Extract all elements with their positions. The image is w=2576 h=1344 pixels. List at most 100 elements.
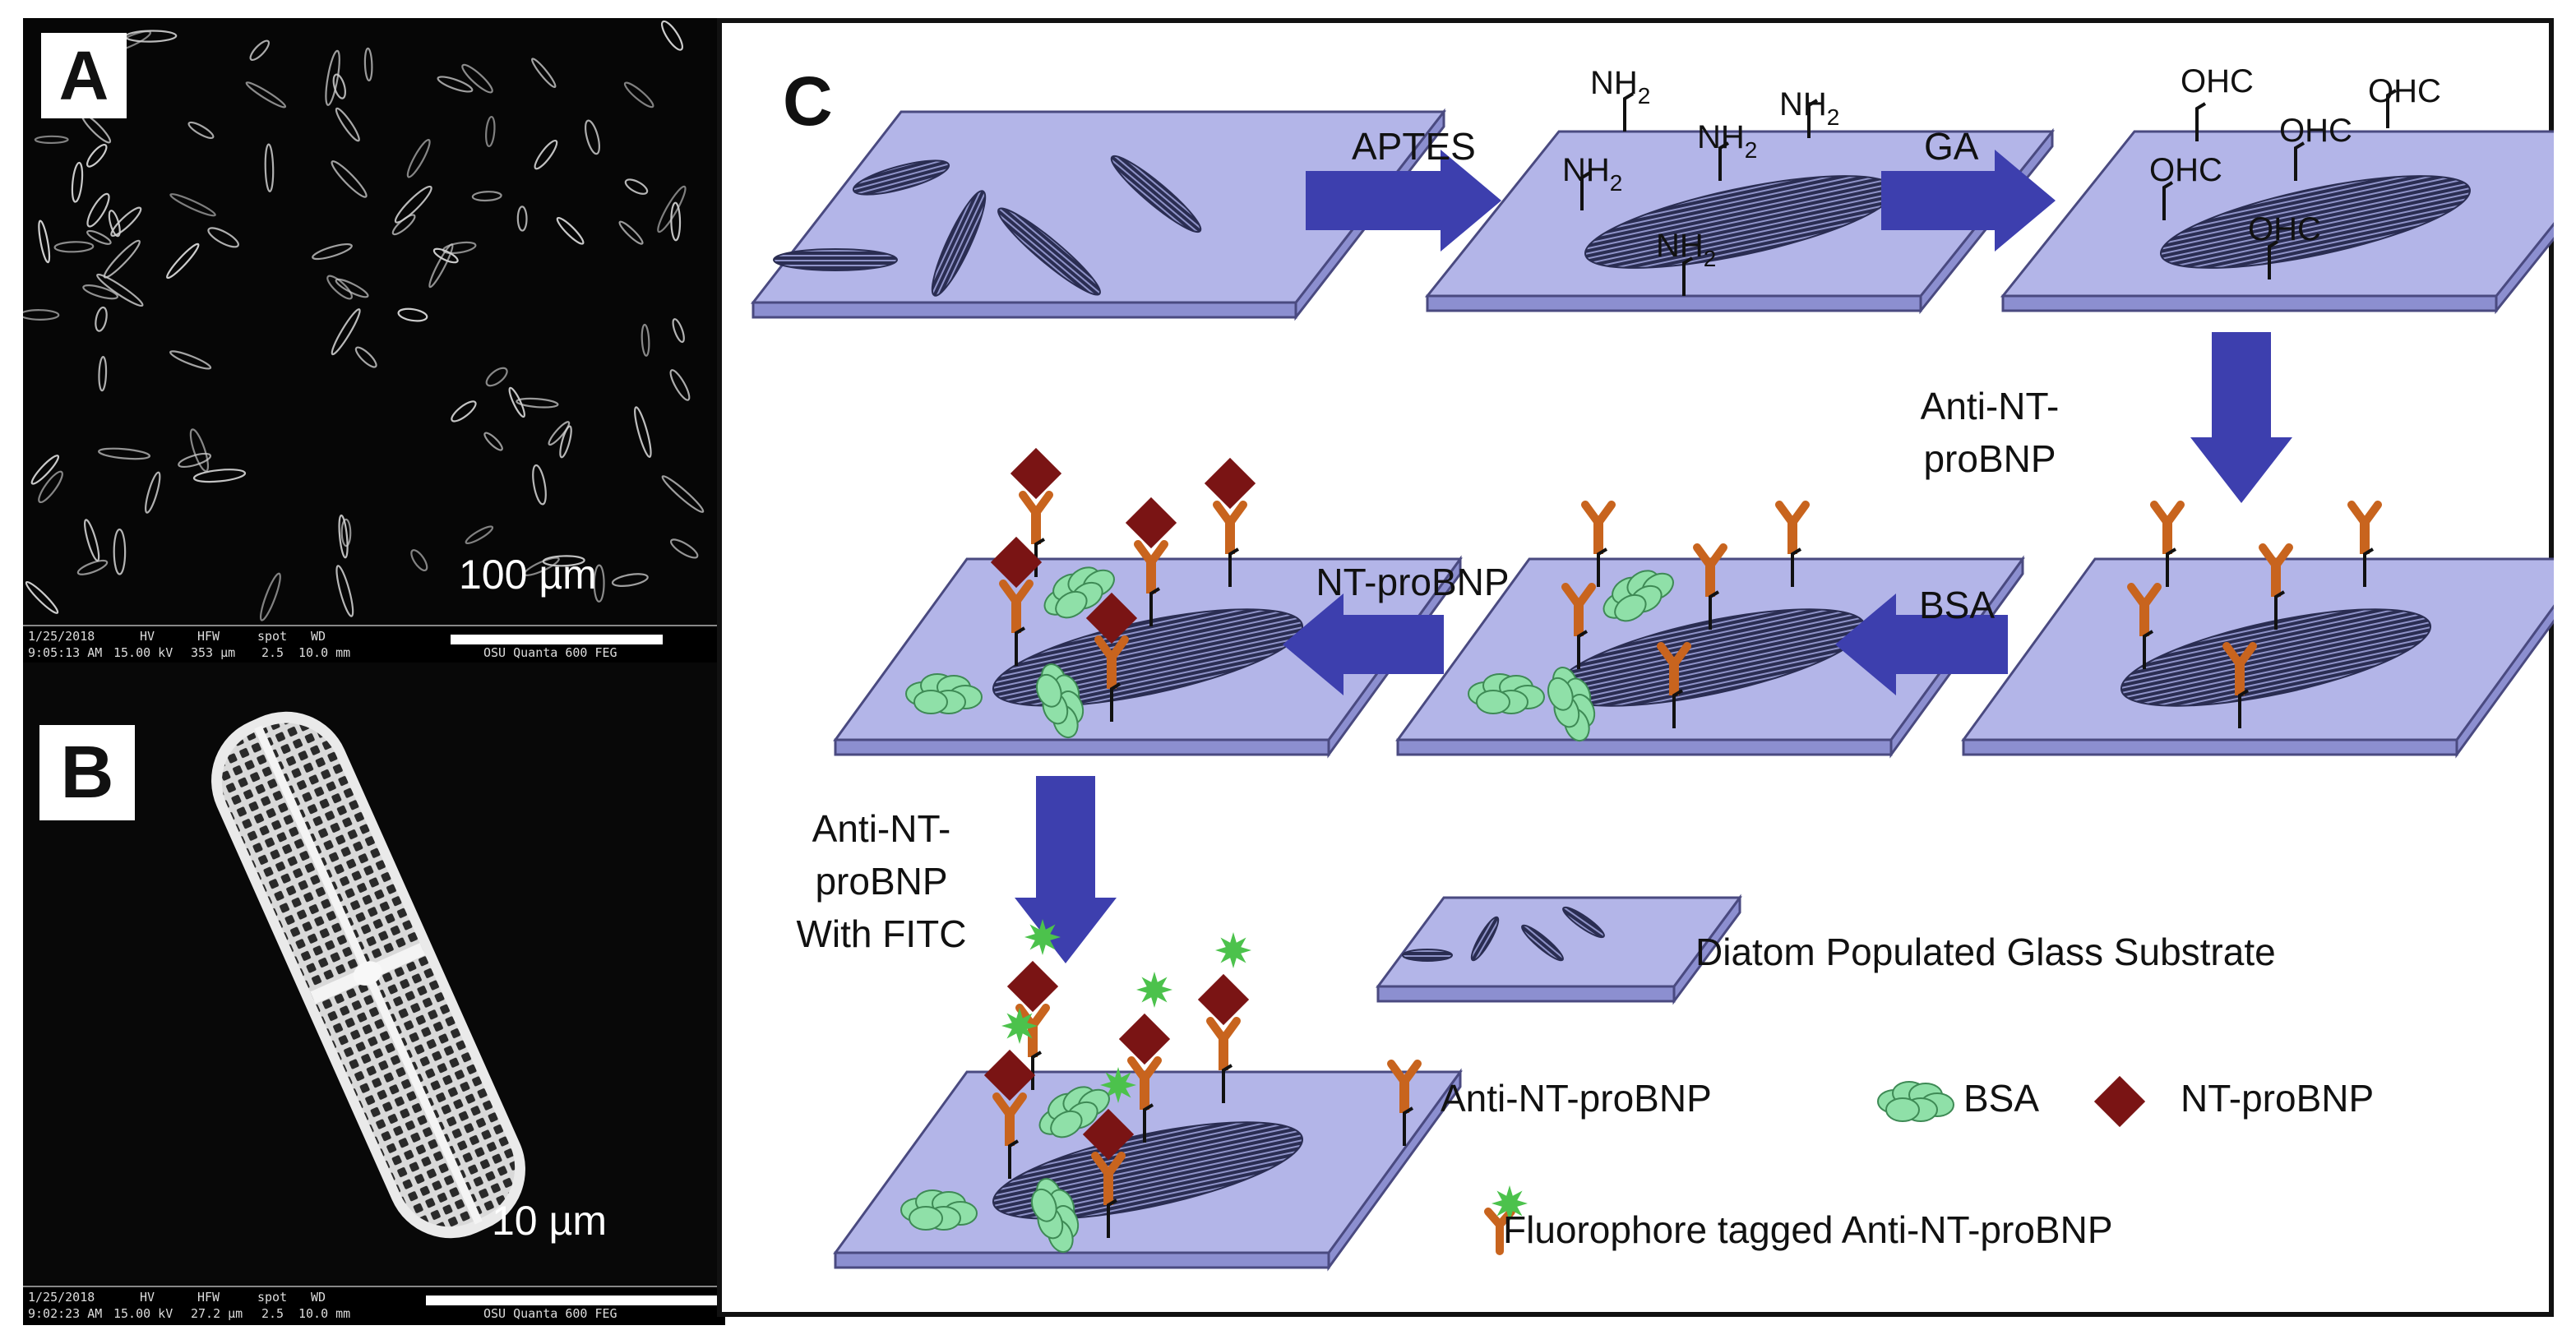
chemistry-labels: NH2 NH2 NH2 NH2 NH2 OHC OHC OHC OHC OHC … xyxy=(797,63,2441,955)
antibody xyxy=(1561,583,1596,636)
diatom xyxy=(931,190,987,297)
antigen xyxy=(1118,1013,1171,1065)
antibody-stem xyxy=(1011,600,1021,633)
diatom-cell xyxy=(82,284,119,300)
bsa-lobe xyxy=(1476,690,1510,714)
antibody-stem xyxy=(1399,1080,1409,1113)
slide-edge xyxy=(834,738,1330,756)
diatom-cell xyxy=(669,538,699,559)
bsa xyxy=(1030,1178,1080,1254)
sem-hfw-b: 27.2 µm xyxy=(191,1306,243,1321)
diatom xyxy=(1402,949,1453,962)
diatom-cell xyxy=(86,192,110,228)
bsa xyxy=(1602,570,1674,622)
aldehyde-label: OHC xyxy=(2279,113,2352,149)
diatom xyxy=(773,248,898,271)
diatom-cell xyxy=(98,356,108,392)
arrow-shape xyxy=(2190,332,2292,503)
antigen xyxy=(1125,496,1177,549)
step-label-bsa: BSA xyxy=(1919,584,1995,626)
antibody-arms xyxy=(2127,583,2162,609)
linker xyxy=(2238,689,2250,728)
diatom-cell xyxy=(548,421,571,446)
diatom-cell xyxy=(485,115,496,148)
step-label-fitc-3: With FITC xyxy=(797,912,967,955)
antibody-arms xyxy=(1091,1152,1126,1178)
antibody-arms xyxy=(1213,501,1247,527)
fluorophore xyxy=(1001,1008,1038,1044)
linker xyxy=(1623,92,1635,132)
antibody-stem xyxy=(2235,663,2245,695)
diatom xyxy=(1562,906,1605,939)
diatom-cell xyxy=(669,369,691,401)
linker xyxy=(2386,89,2398,128)
antibody-stem xyxy=(1225,521,1235,554)
sem-wd-label-b: WD xyxy=(311,1290,326,1305)
linker xyxy=(1008,1139,1020,1179)
antibody xyxy=(2347,501,2382,554)
diatom-cell xyxy=(660,20,684,51)
antibody xyxy=(1019,491,1053,544)
diatom-cell xyxy=(245,81,287,109)
linker xyxy=(2274,590,2286,630)
antibody xyxy=(1094,635,1129,689)
arrow-ntprobnp xyxy=(1283,593,1444,695)
aldehyde-label: OHC xyxy=(2149,152,2222,188)
antigen xyxy=(1204,457,1256,510)
antigen xyxy=(1197,973,1250,1026)
amine-label: NH2 xyxy=(1779,86,1839,130)
diatom-cell xyxy=(86,229,112,245)
diatom-cell xyxy=(325,49,340,106)
diatom-cell xyxy=(207,227,239,248)
slide-edge xyxy=(752,301,1297,319)
antibody xyxy=(999,580,1034,633)
linker xyxy=(2143,630,2154,669)
antibody-arms xyxy=(2347,501,2382,527)
aldehyde-label: OHC xyxy=(2368,73,2441,109)
diatom-cell xyxy=(397,307,428,322)
slide-edge xyxy=(1396,738,1893,756)
diatom-cell xyxy=(623,81,654,109)
diatom xyxy=(992,1121,1304,1220)
linker xyxy=(1682,256,1694,296)
diatom-cell xyxy=(103,239,141,279)
antibody xyxy=(1206,1017,1241,1070)
arrow-shape xyxy=(1835,593,2008,695)
antibody-arms xyxy=(992,1092,1027,1119)
sem-databar-a: 1/25/2018 9:05:13 AM HV 15.00 kV HFW 353… xyxy=(23,625,725,664)
diatom-cell xyxy=(483,432,503,451)
step-label-ga: GA xyxy=(1924,125,1979,168)
slide-edge xyxy=(1376,985,1676,1003)
step-label-ntprobnp: NT-proBNP xyxy=(1316,561,1509,603)
antibody-stem xyxy=(1146,561,1156,593)
diatom-cell xyxy=(508,386,525,418)
linker xyxy=(2195,102,2207,141)
antibody-stem xyxy=(1031,511,1041,544)
legend-bsa-label: BSA xyxy=(1963,1077,2039,1120)
linker xyxy=(2363,547,2375,587)
sem-hfw-label-b: HFW xyxy=(197,1290,220,1305)
linker xyxy=(2162,181,2174,220)
linker xyxy=(1709,590,1720,630)
sem-wd-a: 10.0 mm xyxy=(298,645,351,660)
sem-wd-label-a: WD xyxy=(311,629,326,644)
diatom-cell xyxy=(192,469,247,483)
antibody xyxy=(1775,501,1810,554)
sem-spot-b: 2.5 xyxy=(261,1306,284,1321)
antibody-stem xyxy=(1574,603,1584,636)
diatom-cell xyxy=(98,447,151,460)
scale-bar-b xyxy=(426,1296,719,1305)
slide-edge xyxy=(834,1251,1330,1269)
linker xyxy=(2294,141,2305,181)
sem-wd-b: 10.0 mm xyxy=(298,1306,351,1321)
scale-bar-a xyxy=(451,635,663,644)
panel-letter-a: A xyxy=(41,33,127,118)
diatom-cell xyxy=(169,350,212,370)
antibody-arms xyxy=(2222,642,2257,668)
antibody xyxy=(1091,1152,1126,1205)
linker xyxy=(1597,547,1608,587)
slide-edge xyxy=(1426,294,1922,312)
diatom-cell xyxy=(340,518,352,547)
antibody-arms xyxy=(1581,501,1616,527)
diatom-cell xyxy=(53,241,95,253)
